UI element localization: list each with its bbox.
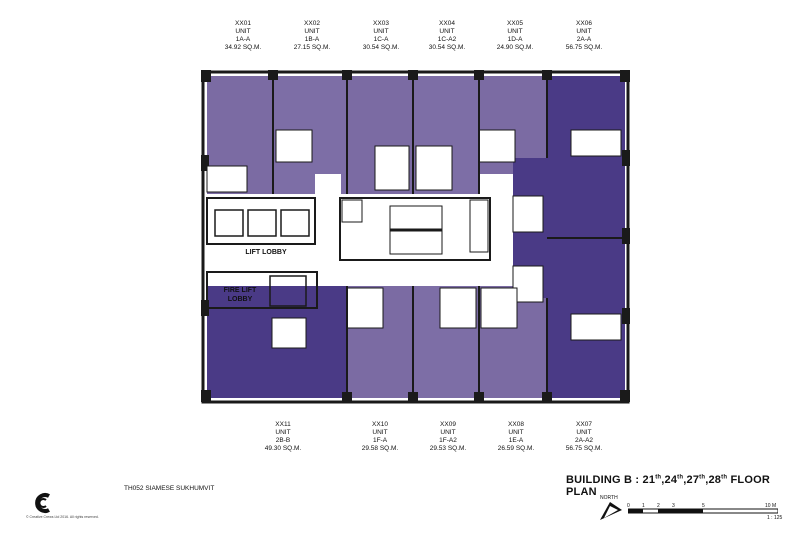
unit-type: 1B-A — [304, 36, 320, 43]
unit-word: UNIT — [275, 429, 291, 436]
unit-word: UNIT — [508, 429, 524, 436]
title-part: ,24 — [661, 474, 678, 486]
unit-area: 49.30 SQ.M. — [264, 445, 302, 452]
shaft-left — [341, 199, 363, 223]
unit-label-xx10: XX10 UNIT 1F-A 29.58 SQ.M. — [345, 421, 415, 453]
unit-word: UNIT — [372, 429, 388, 436]
title-part: ,28 — [705, 474, 722, 486]
unit-label-xx06: XX06 UNIT 2A-A 56.75 SQ.M. — [549, 20, 619, 52]
unit-code: XX10 — [372, 421, 388, 428]
unit-code: XX05 — [507, 20, 523, 27]
unit-word: UNIT — [439, 28, 455, 35]
unit-area: 30.54 SQ.M. — [428, 44, 466, 51]
unit-type: 1C-A2 — [437, 36, 457, 43]
north-label: NORTH — [600, 495, 618, 501]
unit-type: 1C-A — [373, 36, 389, 43]
bathrooms — [206, 129, 622, 349]
copyright-text: © Creative Crews Ltd 2016. All rights re… — [26, 515, 99, 519]
unit-word: UNIT — [304, 28, 320, 35]
unit-code: XX04 — [439, 20, 455, 27]
unit-word: UNIT — [576, 429, 592, 436]
unit-type: 1A-A — [235, 36, 251, 43]
company-logo — [35, 493, 50, 513]
unit-label-xx04: XX04 UNIT 1C-A2 30.54 SQ.M. — [412, 20, 482, 52]
scale-tick: 3 — [672, 503, 675, 509]
lift-core — [206, 197, 316, 245]
north-arrow-icon — [600, 502, 622, 520]
title-part: ,27 — [683, 474, 700, 486]
unit-code: XX08 — [508, 421, 524, 428]
stair-core — [339, 197, 491, 261]
unit-label-xx05: XX05 UNIT 1D-A 24.90 SQ.M. — [480, 20, 550, 52]
scale-tick: 0 — [627, 503, 630, 509]
unit-type: 1F-A2 — [439, 437, 457, 444]
floor-plan-title: BUILDING B : 21th,24th,27th,28th FLOOR P… — [566, 474, 800, 498]
unit-word: UNIT — [507, 28, 523, 35]
corridor-notch — [315, 174, 341, 198]
lift-car-1 — [214, 209, 244, 237]
title-sup: th — [677, 474, 684, 481]
unit-code: XX09 — [440, 421, 456, 428]
unit-code: XX07 — [576, 421, 592, 428]
fire-lift-text: FIRE LIFT — [223, 287, 257, 294]
unit-code: XX03 — [373, 20, 389, 27]
unit-label-xx01: XX01 UNIT 1A-A 34.92 SQ.M. — [208, 20, 278, 52]
unit-type: 2A-A — [576, 36, 592, 43]
title-sup: th — [655, 474, 662, 481]
corridor-notch-right — [487, 174, 513, 198]
fire-lift-core — [206, 271, 318, 309]
fire-lift-car — [269, 275, 307, 307]
unit-type: 1F-A — [372, 437, 388, 444]
title-part: BUILDING B : 21 — [566, 474, 656, 486]
unit-word: UNIT — [373, 28, 389, 35]
unit-area: 24.90 SQ.M. — [496, 44, 534, 51]
unit-label-xx09: XX09 UNIT 1F-A2 29.53 SQ.M. — [413, 421, 483, 453]
unit-area: 30.54 SQ.M. — [362, 44, 400, 51]
title-sup: th — [699, 474, 706, 481]
unit-area: 27.15 SQ.M. — [293, 44, 331, 51]
fire-lift-lobby-label: FIRE LIFT LOBBY — [210, 286, 270, 304]
title-part: FLOOR PLAN — [566, 474, 770, 498]
scale-bar — [628, 508, 778, 514]
project-name: TH052 SIAMESE SUKHUMVIT — [124, 485, 215, 492]
unit-area: 34.92 SQ.M. — [224, 44, 262, 51]
partition-walls — [272, 76, 625, 398]
unit-type: 2B-B — [275, 437, 291, 444]
unit-word: UNIT — [576, 28, 592, 35]
unit-label-xx08: XX08 UNIT 1E-A 26.59 SQ.M. — [481, 421, 551, 453]
unit-label-xx03: XX03 UNIT 1C-A 30.54 SQ.M. — [346, 20, 416, 52]
unit-type: 2A-A2 — [574, 437, 594, 444]
unit-area: 26.59 SQ.M. — [497, 445, 535, 452]
unit-type: 1D-A — [507, 36, 523, 43]
scale-ratio: 1 : 125 — [767, 515, 783, 521]
unit-label-xx02: XX02 UNIT 1B-A 27.15 SQ.M. — [277, 20, 347, 52]
unit-code: XX11 — [275, 421, 291, 428]
title-sup: th — [721, 474, 728, 481]
unit-area: 56.75 SQ.M. — [565, 44, 603, 51]
lift-car-2 — [247, 209, 277, 237]
shaft-right — [469, 199, 489, 253]
lift-lobby-text: LIFT LOBBY — [245, 249, 287, 256]
scale-tick: 10 M — [765, 503, 777, 509]
unit-area: 29.53 SQ.M. — [429, 445, 467, 452]
unit-xx06 — [547, 76, 625, 238]
unit-code: XX06 — [576, 20, 592, 27]
lobby-text: LOBBY — [227, 296, 253, 303]
unit-word: UNIT — [235, 28, 251, 35]
lift-lobby-label: LIFT LOBBY — [236, 248, 296, 257]
unit-code: XX01 — [235, 20, 251, 27]
unit-type: 1E-A — [508, 437, 524, 444]
unit-area: 56.75 SQ.M. — [565, 445, 603, 452]
unit-label-xx07: XX07 UNIT 2A-A2 56.75 SQ.M. — [549, 421, 619, 453]
unit-code: XX02 — [304, 20, 320, 27]
lift-car-3 — [280, 209, 310, 237]
unit-area: 29.58 SQ.M. — [361, 445, 399, 452]
unit-label-xx11: XX11 UNIT 2B-B 49.30 SQ.M. — [248, 421, 318, 453]
scale-tick: 5 — [702, 503, 705, 509]
unit-word: UNIT — [440, 429, 456, 436]
scale-tick: 1 — [642, 503, 645, 509]
scale-tick: 2 — [657, 503, 660, 509]
